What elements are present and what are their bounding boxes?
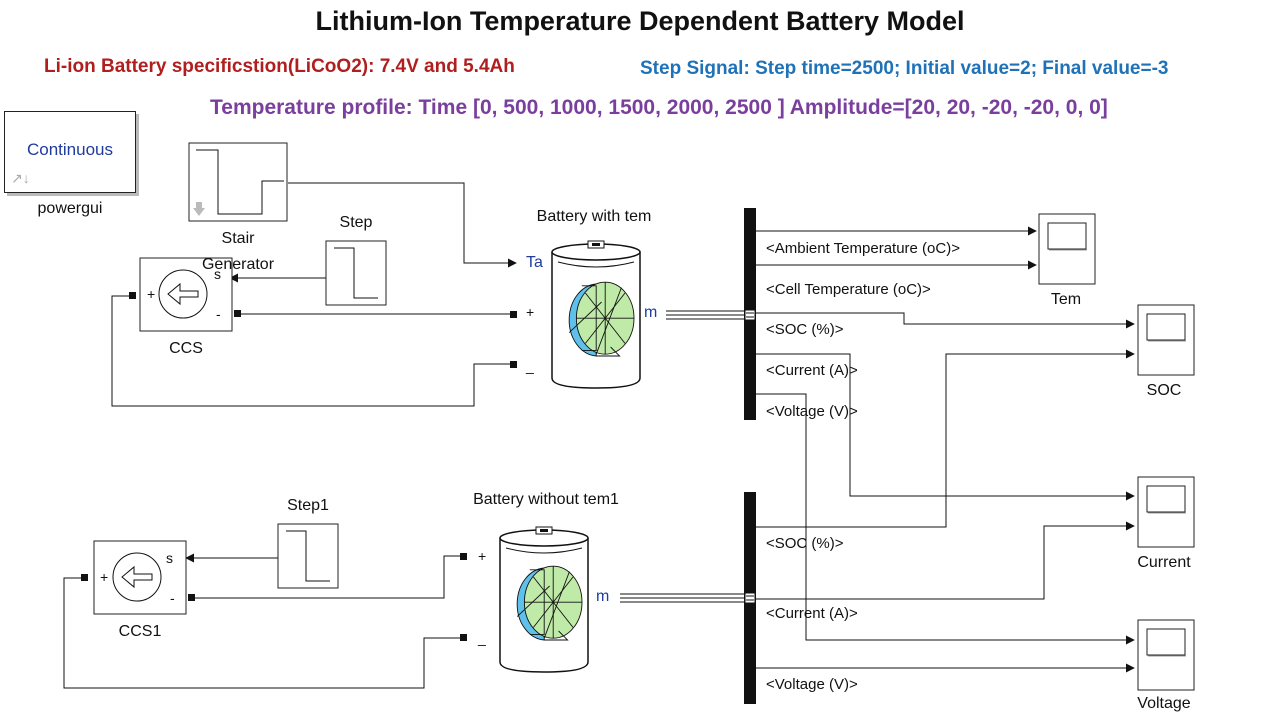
signal-cell-temperature: <Cell Temperature (oC)>	[766, 281, 931, 298]
battery-port-ta: Ta	[526, 254, 543, 271]
step-label: Step	[339, 214, 373, 231]
wire-current-top	[756, 353, 1135, 501]
battery-without-temp-block[interactable]	[460, 526, 589, 673]
wire-soc-top	[756, 312, 1135, 329]
ccs1-port-plus: +	[100, 569, 109, 585]
battery1-port-m: m	[596, 588, 610, 605]
battery-with-temp-block[interactable]	[510, 240, 641, 389]
stair-generator-label-line2: Generator	[201, 256, 275, 273]
battery-chemistry-icon	[516, 565, 583, 641]
scope-tem-block[interactable]	[1038, 213, 1096, 285]
temperature-profile-note: Temperature profile: Time [0, 500, 1000,…	[210, 96, 1108, 119]
bus-selector-top[interactable]	[744, 208, 756, 420]
ccs-label: CCS	[169, 340, 203, 357]
wire-battery1-m-to-bus	[620, 593, 744, 603]
ccs1-minus-port[interactable]	[188, 594, 195, 601]
step1-label: Step1	[287, 497, 329, 514]
ccs1-label: CCS1	[118, 623, 162, 640]
wire-current-bottom	[756, 521, 1135, 600]
battery-with-temp-label: Battery with tem	[536, 208, 652, 225]
signal-current-top: <Current (A)>	[766, 362, 858, 379]
scope-current-block[interactable]	[1137, 476, 1195, 548]
battery-chemistry-icon	[568, 281, 635, 357]
ccs-minus-port[interactable]	[234, 310, 241, 317]
current-source-arrow-icon	[121, 565, 153, 589]
signal-current-bottom: <Current (A)>	[766, 605, 858, 622]
scope-voltage-block[interactable]	[1137, 619, 1195, 691]
scope-current-label: Current	[1137, 554, 1191, 571]
powergui-tool-icon: ↗↓	[11, 170, 30, 186]
battery-port-m: m	[644, 304, 658, 321]
wire-voltage-top	[756, 393, 1135, 645]
powergui-label: powergui	[37, 200, 103, 217]
ccs-plus-port[interactable]	[129, 292, 136, 299]
ccs1-block[interactable]	[81, 540, 195, 615]
ccs1-port-s: s	[166, 550, 173, 566]
ccs-block[interactable]	[129, 257, 241, 332]
battery1-port-minus: _	[478, 630, 486, 646]
battery-port-minus: _	[526, 358, 534, 374]
ccs-port-plus: +	[147, 286, 156, 302]
signal-soc-top: <SOC (%)>	[766, 321, 844, 338]
scope-voltage-label: Voltage	[1137, 695, 1191, 712]
battery-plus-port[interactable]	[510, 311, 517, 318]
signal-voltage-top: <Voltage (V)>	[766, 403, 858, 420]
ccs-port-s: s	[214, 266, 221, 282]
battery1-plus-port[interactable]	[460, 553, 467, 560]
arrow-down-icon	[193, 202, 205, 216]
ccs1-port-minus: -	[170, 590, 175, 606]
wire-ccs1-plus-to-battery-minus	[63, 577, 460, 689]
diagram-title: Lithium-Ion Temperature Dependent Batter…	[315, 6, 965, 36]
battery1-minus-port[interactable]	[460, 634, 467, 641]
scope-tem-label: Tem	[1050, 291, 1082, 308]
current-source-arrow-icon	[167, 282, 199, 306]
powergui-block[interactable]: Continuous ↗↓	[4, 111, 136, 193]
bus-selector-bottom[interactable]	[744, 492, 756, 704]
ccs1-plus-port[interactable]	[81, 574, 88, 581]
step-block[interactable]	[325, 240, 387, 306]
battery-minus-port[interactable]	[510, 361, 517, 368]
battery-without-temp-label: Battery without tem1	[473, 491, 619, 508]
signal-ambient-temperature: <Ambient Temperature (oC)>	[766, 240, 960, 257]
ccs-port-minus: -	[216, 306, 221, 322]
wire-soc-bottom	[756, 349, 1135, 528]
battery1-port-plus: +	[478, 548, 487, 564]
powergui-mode-label: Continuous	[26, 140, 113, 159]
step-signal-note: Step Signal: Step time=2500; Initial val…	[640, 58, 1169, 79]
step1-block[interactable]	[277, 523, 339, 589]
battery-port-plus: +	[526, 304, 535, 320]
wire-stair-to-ta	[288, 182, 517, 268]
scope-soc-block[interactable]	[1137, 304, 1195, 376]
scope-soc-label: SOC	[1146, 382, 1182, 399]
wire-ccs1-minus-to-battery-plus	[190, 555, 460, 599]
battery-spec-note: Li-ion Battery specificstion(LiCoO2): 7.…	[44, 56, 515, 77]
wire-ccs-plus-to-battery-minus	[111, 295, 512, 407]
signal-soc-bottom: <SOC (%)>	[766, 535, 844, 552]
signal-voltage-bottom: <Voltage (V)>	[766, 676, 858, 693]
stair-generator-block[interactable]	[188, 142, 288, 222]
stair-generator-label-line1: Stair	[221, 230, 255, 247]
wire-battery-m-to-bus	[666, 310, 744, 320]
